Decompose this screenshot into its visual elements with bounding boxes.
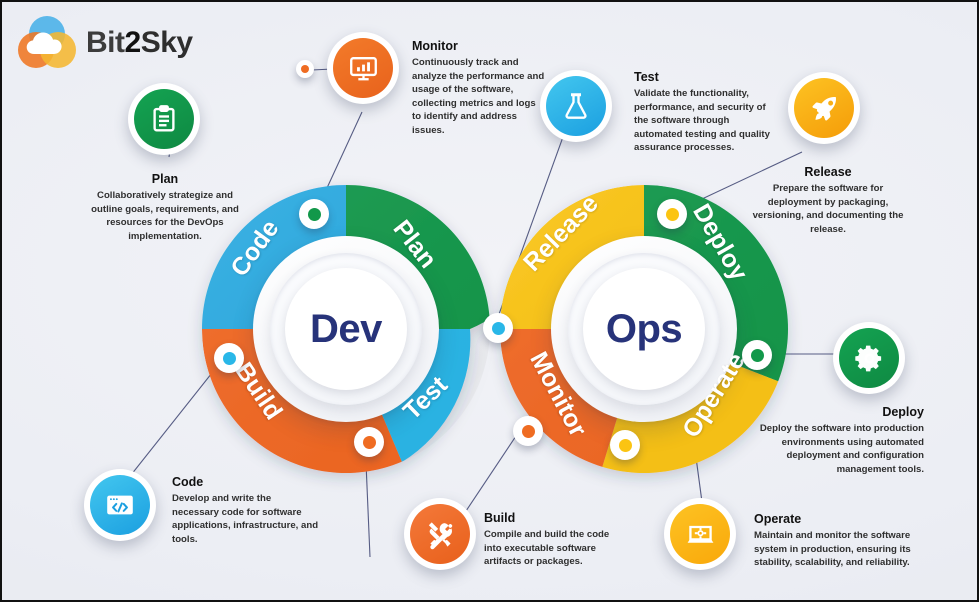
hub-dev: Dev	[253, 236, 439, 422]
caption-code-title: Code	[172, 475, 204, 489]
brand-name: Bit2Sky	[86, 26, 193, 60]
hub-ops: Ops	[551, 236, 737, 422]
brand-name-part3: Sky	[140, 26, 193, 59]
cloud-logo-icon	[16, 12, 78, 74]
caption-monitor-title: Monitor	[412, 39, 458, 53]
hub-dev-core: Dev	[285, 268, 407, 390]
caption-code-desc: Develop and write the necessary code for…	[172, 493, 319, 545]
node-release[interactable]	[657, 199, 687, 229]
caption-plan: Plan Collaboratively strategize and outl…	[90, 172, 240, 243]
caption-release: Release Prepare the software for deploym…	[750, 165, 906, 236]
node-operate[interactable]	[610, 430, 640, 460]
caption-deploy-desc: Deploy the software into production envi…	[759, 423, 924, 475]
brand-name-part2: 2	[124, 26, 142, 59]
caption-release-desc: Prepare the software for deployment by p…	[752, 183, 904, 235]
brand-logo: Bit2Sky	[16, 12, 193, 74]
flask-icon	[546, 76, 606, 136]
caption-operate-desc: Maintain and monitor the software system…	[754, 530, 911, 569]
caption-operate-title: Operate	[754, 512, 802, 526]
caption-build: Build Compile and build the code into ex…	[484, 511, 614, 569]
hub-dev-label: Dev	[310, 306, 382, 351]
caption-deploy-title: Deploy	[882, 405, 924, 419]
icon-bubble-deploy[interactable]	[833, 322, 905, 394]
node-build[interactable]	[354, 427, 384, 457]
icon-bubble-monitor[interactable]	[327, 32, 399, 104]
caption-build-title: Build	[484, 511, 516, 525]
caption-code: Code Develop and write the necessary cod…	[172, 475, 320, 546]
hub-ops-ring: Ops	[568, 253, 720, 405]
hub-dev-ring: Dev	[270, 253, 422, 405]
icon-bubble-build[interactable]	[404, 498, 476, 570]
caption-deploy: Deploy Deploy the software into producti…	[744, 405, 924, 476]
caption-plan-title: Plan	[151, 172, 179, 186]
brand-name-part1: Bit	[86, 26, 125, 59]
hub-ops-core: Ops	[583, 268, 705, 390]
hub-ops-label: Ops	[605, 306, 683, 351]
rocket-icon	[794, 78, 854, 138]
caption-monitor: Monitor Continuously track and analyze t…	[412, 39, 547, 138]
clipboard-icon	[134, 89, 194, 149]
node-monitor[interactable]	[513, 416, 543, 446]
icon-bubble-test[interactable]	[540, 70, 612, 142]
caption-release-title: Release	[804, 165, 852, 179]
code-window-icon	[90, 475, 150, 535]
caption-monitor-desc: Continuously track and analyze the perfo…	[412, 57, 545, 137]
tools-icon	[410, 504, 470, 564]
node-plan[interactable]	[299, 199, 329, 229]
icon-bubble-code[interactable]	[84, 469, 156, 541]
icon-bubble-operate[interactable]	[664, 498, 736, 570]
icon-bubble-plan[interactable]	[128, 83, 200, 155]
caption-test: Test Validate the functionality, perform…	[634, 70, 774, 155]
node-deploy[interactable]	[742, 340, 772, 370]
node-monitor-leader	[296, 60, 314, 78]
caption-plan-desc: Collaboratively strategize and outline g…	[91, 190, 239, 242]
laptop-gear-icon	[670, 504, 730, 564]
monitor-chart-icon	[333, 38, 393, 98]
caption-operate: Operate Maintain and monitor the softwar…	[754, 512, 926, 570]
node-test[interactable]	[483, 313, 513, 343]
caption-test-title: Test	[634, 70, 659, 84]
node-code[interactable]	[214, 343, 244, 373]
icon-bubble-release[interactable]	[788, 72, 860, 144]
caption-test-desc: Validate the functionality, performance,…	[634, 88, 770, 154]
caption-build-desc: Compile and build the code into executab…	[484, 529, 610, 568]
gear-icon	[839, 328, 899, 388]
